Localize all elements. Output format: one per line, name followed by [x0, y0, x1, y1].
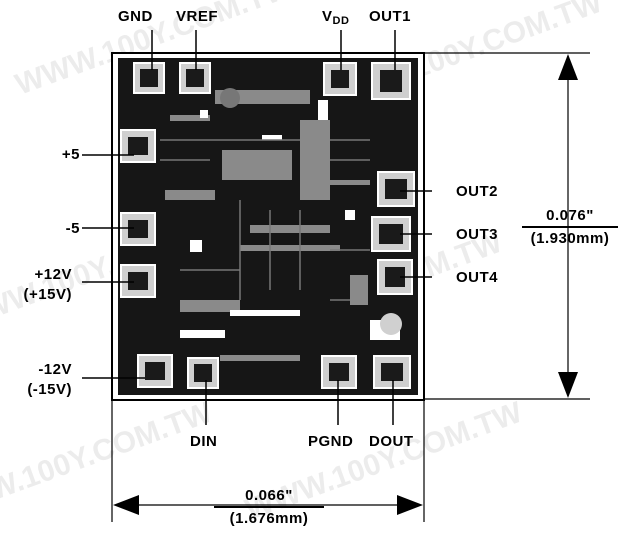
label-pgnd-text: PGND [308, 433, 354, 450]
width-arrow-right [397, 495, 423, 515]
label-vdd-main: V [322, 8, 333, 25]
label-out3: OUT3 [456, 226, 499, 243]
height-dimension-label: 0.076" (1.930mm) [522, 206, 618, 248]
label-pgnd: PGND [308, 433, 353, 450]
width-inch: 0.066" [214, 486, 324, 508]
width-mm: (1.676mm) [229, 510, 309, 527]
pad-minus12 [137, 354, 173, 388]
label-minus12-line1: -12V [38, 361, 72, 378]
height-inch: 0.076" [522, 206, 618, 228]
label-gnd: GND [118, 8, 153, 25]
label-out4: OUT4 [456, 269, 499, 286]
pad-plus12 [120, 264, 156, 298]
label-vdd-sub: DD [332, 15, 350, 27]
width-arrow-left [113, 495, 139, 515]
height-arrow-top [558, 54, 578, 80]
label-out1: OUT1 [369, 8, 412, 25]
label-out2: OUT2 [456, 183, 499, 200]
label-vdd: VDD [322, 8, 349, 30]
label-minus5: -5 [65, 220, 80, 237]
width-dimension-label: 0.066" (1.676mm) [214, 486, 324, 528]
label-plus5: +5 [61, 146, 80, 163]
label-din: DIN [190, 433, 218, 450]
label-plus12-line2: (+15V) [23, 286, 72, 303]
label-minus12-line2: (-15V) [27, 381, 72, 398]
height-arrow-bottom [558, 372, 578, 398]
label-dout: DOUT [369, 433, 414, 450]
label-plus12-line1: +12V [34, 266, 72, 283]
label-vref: VREF [176, 8, 219, 25]
pad-din [187, 357, 219, 389]
height-mm: (1.930mm) [530, 230, 610, 247]
